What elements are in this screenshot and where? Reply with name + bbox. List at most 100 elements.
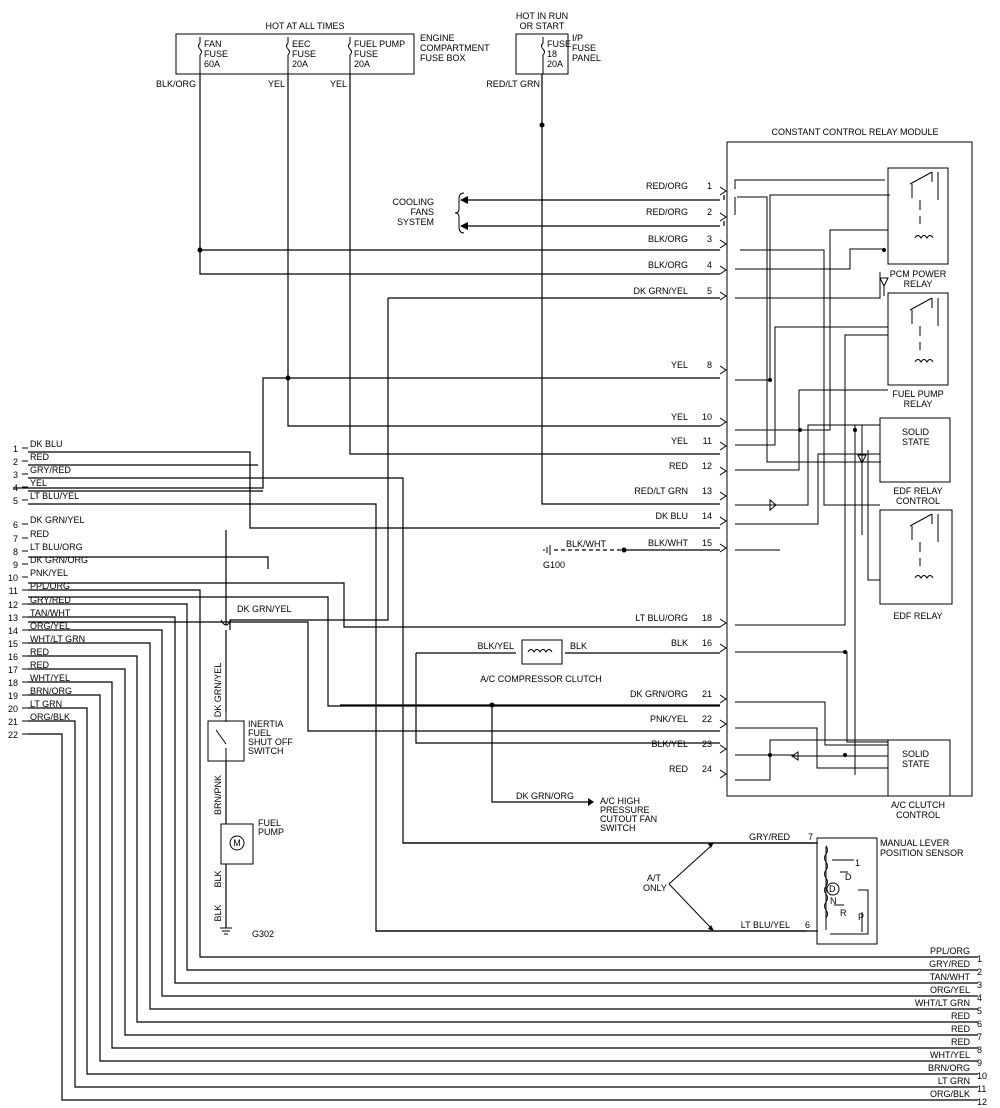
at-only-arrowheads — [708, 842, 714, 931]
pump-label-2: PUMP — [258, 827, 284, 837]
cooling-label-2: FANS — [410, 207, 434, 217]
eec-fuse-label-3: 20A — [292, 59, 308, 69]
edf-relay-contact — [909, 513, 939, 566]
edf-control-label-3: EDF RELAY — [893, 486, 942, 496]
g302-label: G302 — [252, 929, 274, 939]
fan-fuse-label-2: FUSE — [204, 49, 228, 59]
pin-number: 10 — [702, 412, 712, 422]
pin-number: 12 — [702, 461, 712, 471]
fuel-pump-fuse-label-3: 20A — [354, 59, 370, 69]
fuel-relay-contact — [909, 297, 939, 350]
pin-number: 23 — [702, 739, 712, 749]
ac-clutch-coil-icon — [527, 649, 553, 653]
mlps-pos-3: D — [829, 884, 836, 894]
ac-clutch-wire-right: BLK — [570, 641, 587, 651]
splice-dot — [539, 122, 545, 128]
inertia-label-4: SWITCH — [248, 746, 284, 756]
left-connector-wire-color: TAN/WHT — [30, 608, 71, 618]
pcm-relay-label-2: RELAY — [904, 279, 933, 289]
pin-number: 14 — [702, 511, 712, 521]
cooling-label-1: COOLING — [392, 197, 434, 207]
pin-number: 5 — [707, 286, 712, 296]
left-connector-pin-number: 13 — [8, 613, 18, 623]
pin-wire-color: DK BLU — [655, 511, 688, 521]
bottom-connector-wire-color: RED — [951, 1011, 971, 1021]
pin-number: 4 — [707, 260, 712, 270]
pin-connector-icon — [719, 719, 727, 729]
left-connector-pin-number: 4 — [13, 483, 18, 493]
pin-connector-icon — [719, 694, 727, 704]
left-connector-wire-color: DK BLU — [30, 439, 63, 449]
pin-wire-color: BLK/WHT — [648, 538, 689, 548]
bottom-connector-pin-number: 11 — [977, 1084, 986, 1094]
pin-wire-color: BLK/YEL — [651, 739, 688, 749]
left-connector-pin-number: 19 — [8, 691, 18, 701]
left-connector-wire-color: RED — [30, 660, 50, 670]
module-junction — [768, 753, 772, 757]
pin-connector-icon — [719, 543, 727, 553]
pin-number: 15 — [702, 538, 712, 548]
left-connector-pin-number: 10 — [8, 573, 18, 583]
left-connector-pin-number: 1 — [13, 444, 18, 454]
splice-dot — [285, 375, 291, 381]
pin-number: 18 — [702, 613, 712, 623]
mlps-pos-1: 1 — [855, 858, 860, 868]
mlps-wire-bottom: LT BLU/YEL — [741, 920, 790, 930]
fan-fuse-symbol — [198, 37, 202, 74]
fuel-wire-top-label: DK GRN/YEL — [237, 604, 292, 614]
fuel-wire-mid-label: BRN/PNK — [213, 775, 223, 815]
pin-wire-color: LT BLU/ORG — [635, 613, 688, 623]
pin-number: 21 — [702, 689, 712, 699]
pin-wire-color: RED — [669, 461, 689, 471]
ac-switch-label-2: PRESSURE — [600, 805, 650, 815]
left-connector-pin-number: 22 — [8, 730, 18, 740]
left-connector-wire-color: LT BLU/ORG — [30, 542, 83, 552]
eec-fuse-symbol — [286, 37, 290, 74]
pin-connector-icon — [719, 417, 727, 427]
ac-clutch-wire-left: BLK/YEL — [477, 641, 514, 651]
connector-arc — [220, 619, 232, 626]
bottom-connector-wire-color: ORG/BLK — [930, 1089, 970, 1099]
left-connector-pin-number: 12 — [8, 600, 18, 610]
bottom-connector-pin-number: 7 — [977, 1032, 982, 1042]
ip-fuse-label-3: 20A — [547, 59, 563, 69]
module-junction — [882, 248, 886, 252]
inertia-label-1: INERTIA — [248, 719, 283, 729]
bottom-connector-wire-color: RED — [951, 1024, 971, 1034]
pin-connector-icon — [719, 291, 727, 301]
mlps-box — [816, 837, 878, 945]
left-connector-wire-color: WHT/LT GRN — [30, 634, 85, 644]
motor-symbol: M — [233, 838, 241, 848]
pin-connector-icon — [719, 491, 727, 501]
pin-connector-icon — [719, 212, 727, 222]
pin-number: 16 — [702, 638, 712, 648]
pin-wire-color: RED/LT GRN — [634, 486, 688, 496]
ip-title-2: FUSE — [572, 43, 596, 53]
pin-wire-color: BLK/ORG — [648, 234, 688, 244]
mlps-title-2: POSITION SENSOR — [880, 848, 964, 858]
pin-wire-color: YEL — [671, 412, 688, 422]
ip-title-3: PANEL — [572, 53, 601, 63]
fuel-wire-low2-label: BLK — [213, 904, 223, 921]
bottom-connector-wire-color: ORG/YEL — [930, 985, 970, 995]
splice-dot — [489, 702, 495, 708]
cooling-label-3: SYSTEM — [397, 217, 434, 227]
fuel-pump-fuse-label-1: FUEL PUMP — [354, 39, 405, 49]
fuse-box-title-2: COMPARTMENT — [420, 43, 490, 53]
fuel-relay-label-2: RELAY — [904, 399, 933, 409]
pin-connector-icon — [719, 744, 727, 754]
ac-control-label-4: CONTROL — [896, 810, 940, 820]
left-connector-pin-number: 6 — [13, 520, 18, 530]
mlps-title-1: MANUAL LEVER — [880, 838, 950, 848]
ac-switch-arrow — [588, 798, 594, 806]
pin-connector-icon — [719, 769, 727, 779]
ac-switch-label-1: A/C HIGH — [600, 796, 640, 806]
pin-wire-color: RED/ORG — [646, 181, 688, 191]
inertia-label-2: FUEL — [248, 728, 271, 738]
pin-wire-color: RED — [669, 764, 689, 774]
pin-connector-icon — [719, 466, 727, 476]
pin-wire-color: YEL — [671, 360, 688, 370]
left-connector-wire-color: RED — [30, 529, 50, 539]
